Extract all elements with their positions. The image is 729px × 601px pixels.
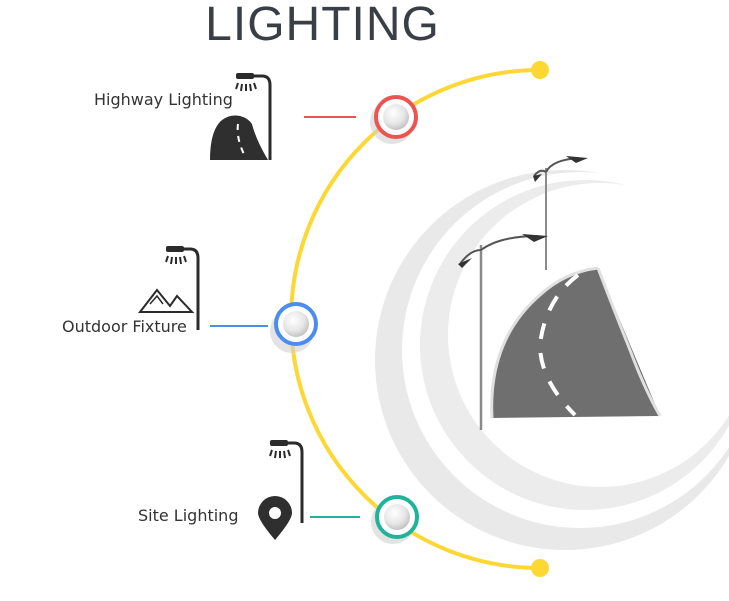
- highway-lamp-icon: [210, 73, 272, 160]
- highway-node[interactable]: [370, 95, 418, 144]
- arc-end-top-dot: [531, 61, 549, 79]
- highway-lighting-label: Highway Lighting: [94, 90, 233, 109]
- location-pin-lamp-icon: [258, 440, 304, 540]
- street-lamp-road-illustration: [458, 156, 662, 430]
- site-node[interactable]: [371, 495, 419, 544]
- site-lighting-label: Site Lighting: [138, 506, 239, 525]
- mountain-lamp-icon: [137, 246, 200, 330]
- page-title: LIGHTING: [205, 0, 440, 51]
- outdoor-node[interactable]: [270, 302, 318, 353]
- outdoor-fixture-label: Outdoor Fixture: [62, 317, 187, 336]
- arc-end-bottom-dot: [531, 559, 549, 577]
